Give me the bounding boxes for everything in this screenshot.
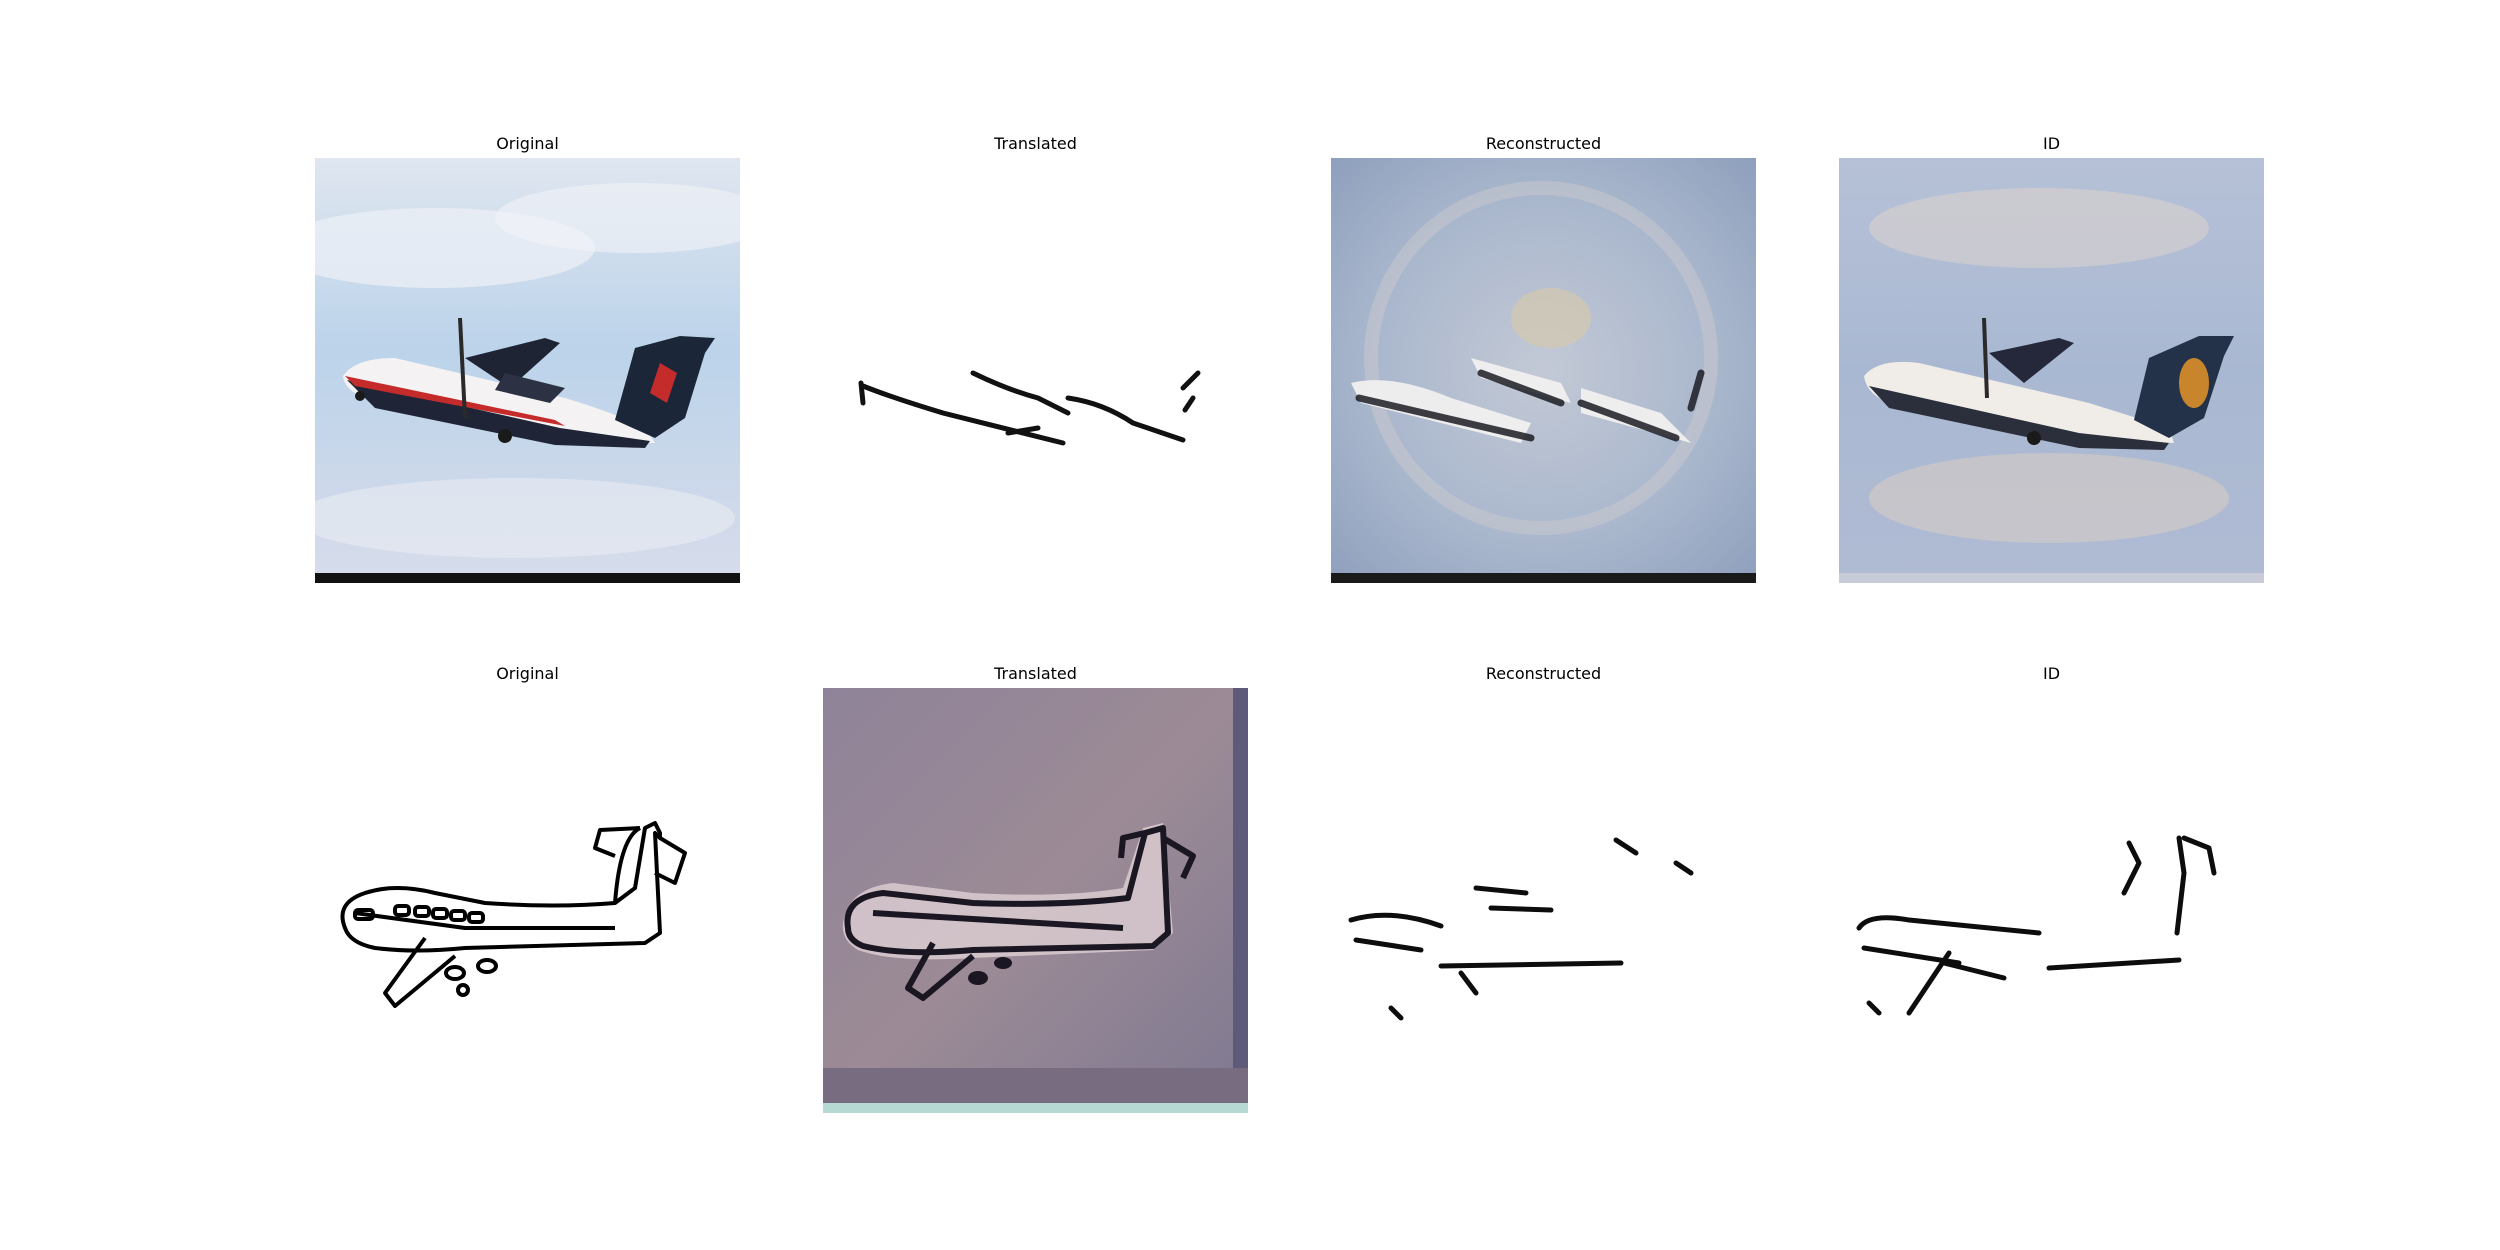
id-sketch-image <box>1839 688 2264 1113</box>
reconstructed-sketch-image <box>1331 688 1756 1113</box>
panel-title: ID <box>2042 134 2061 153</box>
panel-title: Translated <box>994 134 1077 153</box>
panel-title: Reconstructed <box>1485 134 1602 153</box>
sketch-image <box>823 158 1248 583</box>
panel-title: Reconstructed <box>1485 664 1602 683</box>
panel-title: Translated <box>994 664 1077 683</box>
id-photo-image <box>1839 158 2264 583</box>
aircraft-photo-image <box>315 158 740 583</box>
panel-title: ID <box>2042 664 2061 683</box>
airplane-outline-image <box>315 688 740 1113</box>
panel-title: Original <box>496 664 559 683</box>
reconstructed-photo-image <box>1331 158 1756 583</box>
generated-airplane-image <box>823 688 1248 1113</box>
panel-title: Original <box>496 134 559 153</box>
